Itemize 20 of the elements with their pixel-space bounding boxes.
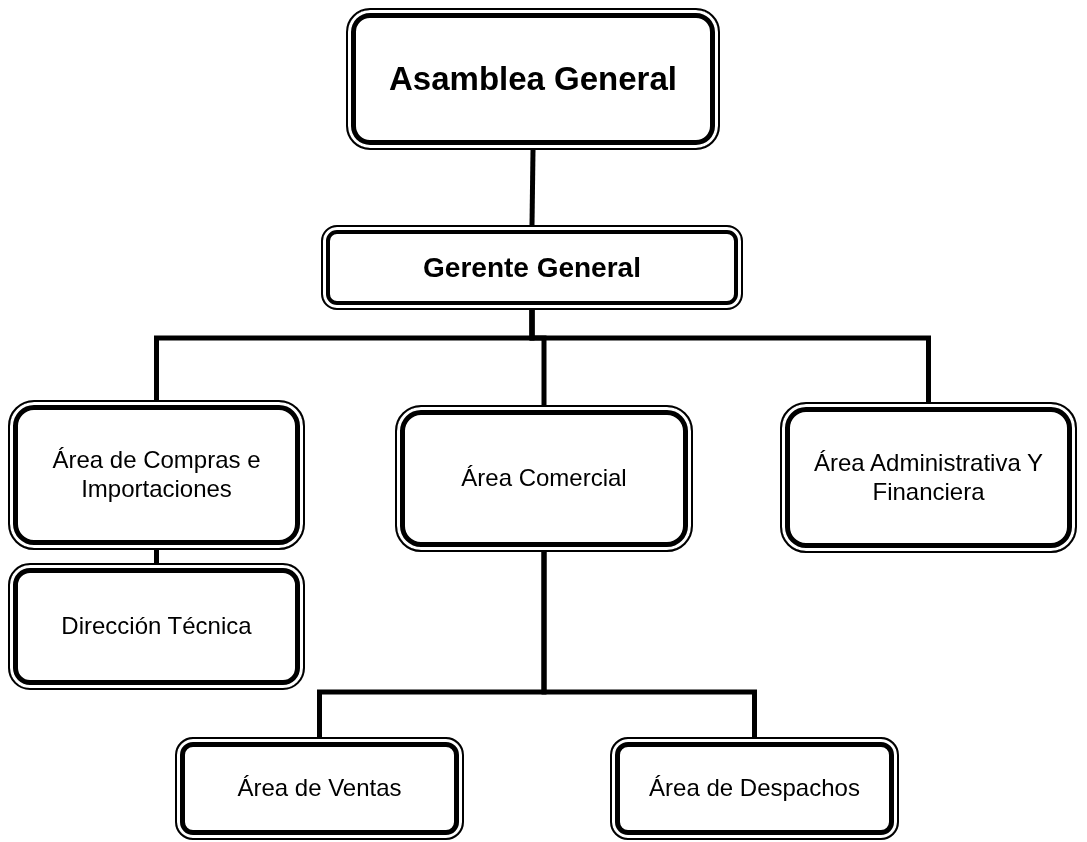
org-box xyxy=(8,400,305,550)
connector-line xyxy=(154,550,159,563)
org-box xyxy=(610,737,899,840)
box-label: Gerente General xyxy=(423,250,641,285)
box-label: Área de Compras e Importaciones xyxy=(51,446,262,504)
org-box xyxy=(321,225,743,310)
box-label: Asamblea General xyxy=(389,59,677,99)
org-box xyxy=(780,402,1077,553)
box-label: Dirección Técnica xyxy=(61,612,252,641)
connector-line xyxy=(529,310,931,402)
box-label: Área de Ventas xyxy=(237,774,402,803)
org-box xyxy=(175,737,464,840)
box-label: Área Administrativa Y Financiera xyxy=(813,448,1044,507)
org-box xyxy=(395,405,693,552)
box-label: Área Comercial xyxy=(461,464,627,493)
box-label: Área de Despachos xyxy=(649,774,860,803)
connector-line xyxy=(541,552,757,737)
org-box xyxy=(346,8,720,150)
org-box xyxy=(8,563,305,690)
connector-line xyxy=(529,149,536,226)
